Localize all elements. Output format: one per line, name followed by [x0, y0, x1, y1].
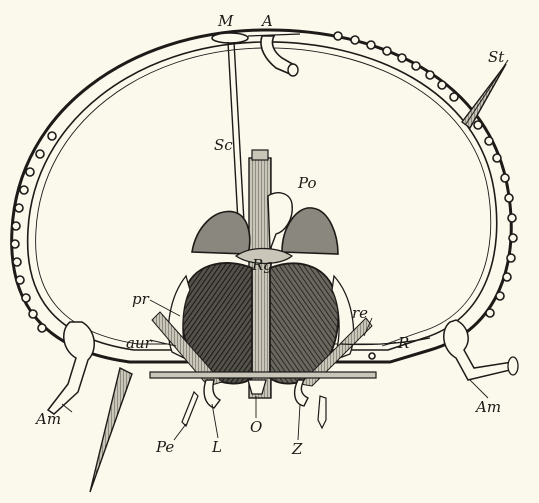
label-R: R — [397, 334, 409, 352]
pedicel-Pe — [182, 392, 198, 426]
ampulla-right — [444, 320, 512, 380]
label-L: L — [211, 438, 222, 456]
label-aur: aur — [126, 334, 153, 352]
ampulla-right-tip — [508, 357, 518, 375]
label-Am-right: Am — [474, 398, 501, 416]
pedicel-right — [318, 396, 326, 428]
label-O: O — [250, 418, 262, 436]
column-top — [252, 150, 268, 160]
label-Pe: Pe — [155, 438, 174, 456]
mouth-opening — [212, 33, 248, 43]
basal-bar — [150, 372, 376, 378]
leg-L — [204, 380, 220, 408]
label-Po: Po — [297, 174, 317, 192]
left-lobe — [192, 211, 250, 254]
label-pr: pr — [132, 290, 150, 308]
label-Sc: Sc — [214, 136, 233, 154]
label-Am-left: Am — [34, 410, 61, 428]
anal-opening — [288, 64, 298, 76]
label-Z: Z — [291, 440, 303, 458]
label-Rg: Rg — [251, 256, 273, 274]
label-St: St — [488, 48, 505, 66]
spine-bottom-left — [90, 368, 132, 492]
label-A: A — [260, 12, 273, 30]
label-M: M — [217, 12, 234, 30]
spine-top-right-axis — [466, 60, 508, 124]
label-re: re — [352, 304, 368, 322]
